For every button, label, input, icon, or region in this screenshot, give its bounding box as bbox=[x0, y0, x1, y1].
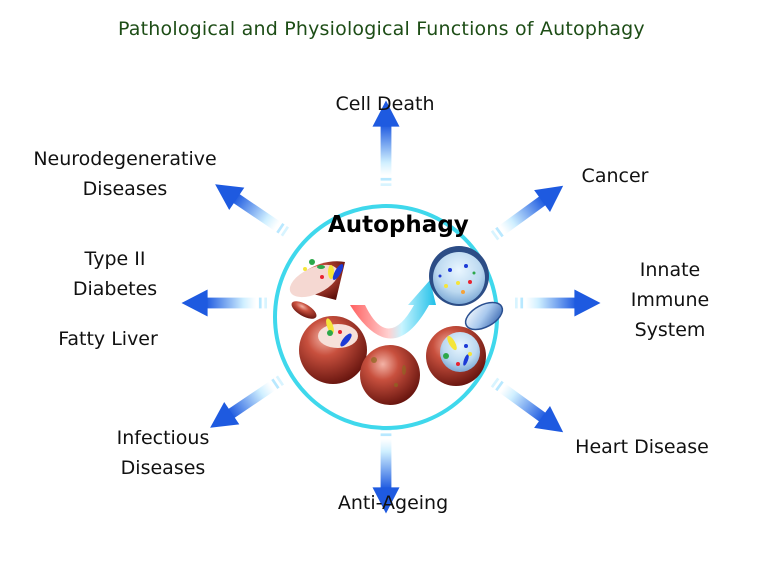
autophagy-label: Autophagy bbox=[328, 212, 469, 238]
arrow-innate-immune-system-icon bbox=[515, 289, 601, 317]
label-type-ii-diabetes: Type II Diabetes bbox=[50, 244, 180, 304]
arrow-cancer-icon bbox=[486, 174, 572, 247]
recycle-arrow-icon bbox=[350, 280, 436, 339]
label-line: Cancer bbox=[581, 165, 649, 187]
label-anti-ageing: Anti-Ageing bbox=[318, 488, 468, 518]
arrow-heart-disease-icon bbox=[486, 371, 572, 444]
label-line: Diseases bbox=[82, 178, 168, 200]
label-line: Diabetes bbox=[72, 278, 158, 300]
label-line: Immune bbox=[630, 289, 710, 311]
vesicle-icon bbox=[291, 301, 317, 319]
engulfing-cell-icon bbox=[289, 259, 345, 300]
label-cancer: Cancer bbox=[560, 161, 670, 191]
lysosome-vesicle-icon bbox=[464, 301, 504, 331]
label-fatty-liver: Fatty Liver bbox=[38, 324, 178, 354]
cell-illustrations bbox=[289, 246, 504, 405]
autolysosome-cell-icon bbox=[426, 326, 486, 386]
lysosome-cell-icon bbox=[360, 345, 420, 405]
label-line: Cell Death bbox=[335, 93, 435, 115]
label-line: System bbox=[634, 319, 706, 341]
label-line: Heart Disease bbox=[575, 436, 709, 458]
autophagosome-cell-icon bbox=[299, 316, 367, 384]
label-line: Infectious bbox=[116, 427, 210, 449]
label-heart-disease: Heart Disease bbox=[562, 432, 722, 462]
label-line: Diseases bbox=[120, 457, 206, 479]
recycled-nutrients-icon bbox=[429, 246, 489, 306]
label-line: Fatty Liver bbox=[58, 328, 158, 350]
label-line: Anti-Ageing bbox=[337, 492, 449, 514]
label-cell-death: Cell Death bbox=[320, 89, 450, 119]
arrow-type-ii-diabetes-icon bbox=[181, 289, 267, 317]
label-line: Innate bbox=[639, 259, 701, 281]
label-line: Neurodegenerative bbox=[33, 148, 217, 170]
diagram-title: Pathological and Physiological Functions… bbox=[118, 18, 645, 40]
label-line: Type II bbox=[84, 248, 146, 270]
